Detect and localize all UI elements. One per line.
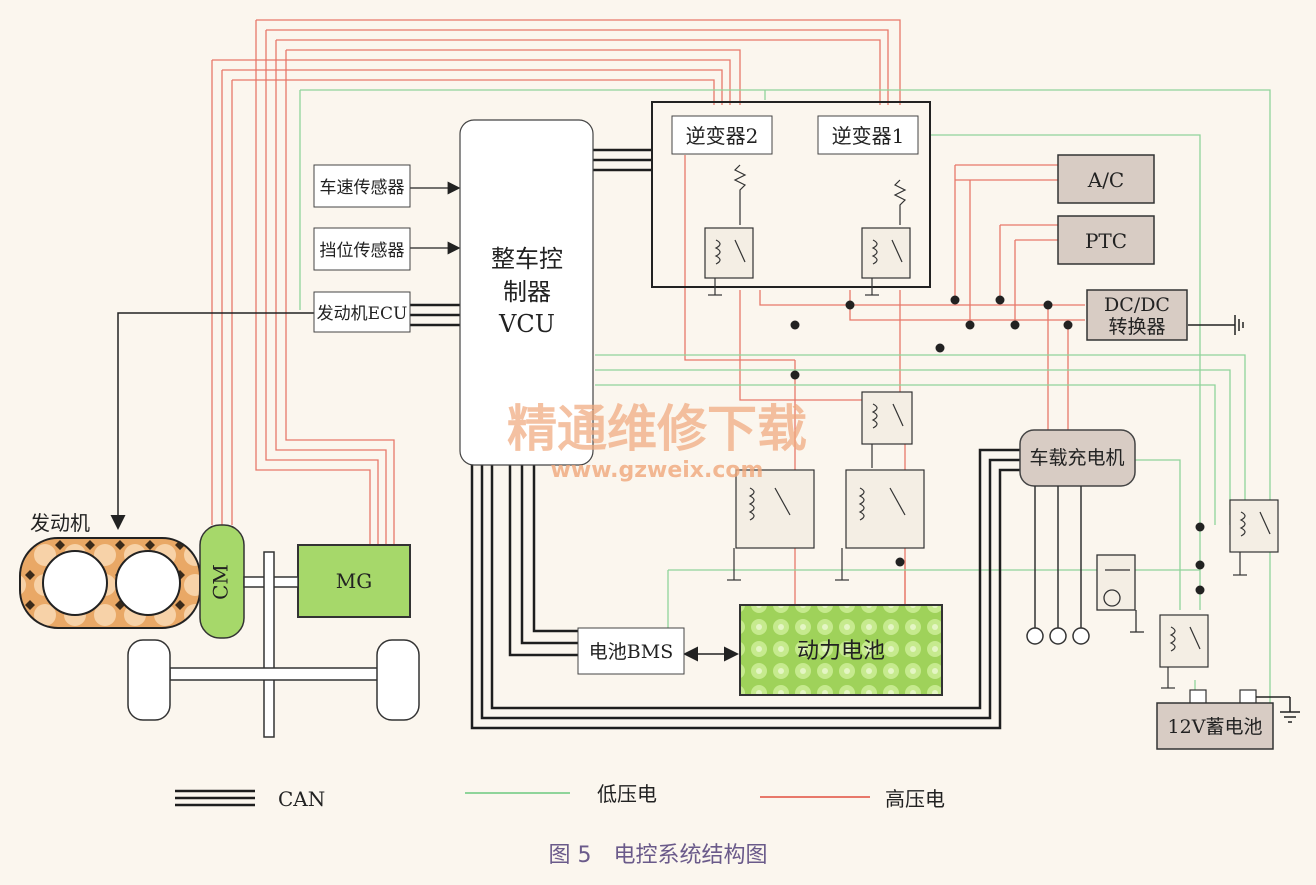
dcdc-box xyxy=(1086,289,1188,341)
relay-right-top xyxy=(1229,499,1279,576)
dcdc-label-line2: 转换器 xyxy=(1108,316,1165,338)
battery12v-box xyxy=(1156,702,1274,750)
engine-ecu-label: 发动机ECU xyxy=(317,304,408,324)
legend-can-symbol xyxy=(175,789,255,807)
wheel-icon xyxy=(376,639,420,721)
figure-caption: 图 5 电控系统结构图 xyxy=(549,843,768,868)
relay-middle-left xyxy=(727,469,815,581)
battery12v-label: 12V蓄电池 xyxy=(1168,716,1263,738)
power-battery-box xyxy=(739,604,943,696)
inverter-housing xyxy=(651,101,931,288)
watermark-text: 精通维修下载 xyxy=(507,400,807,458)
wheel-icon xyxy=(127,639,171,721)
speed-sensor-label: 车速传感器 xyxy=(320,178,405,198)
bms-label: 电池BMS xyxy=(589,641,673,663)
engine-label: 发动机 xyxy=(30,511,90,535)
battery12v-terminal xyxy=(1189,689,1207,705)
vcu-label-line3: VCU xyxy=(498,310,555,338)
charger-box xyxy=(1019,429,1136,487)
ac-label: A/C xyxy=(1087,168,1124,192)
charger-plug-terminals xyxy=(1026,486,1090,645)
speed-sensor-box xyxy=(313,164,411,208)
vcu-label-line2: 制器 xyxy=(503,278,551,306)
inverter2-label: 逆变器2 xyxy=(686,124,759,148)
battery12v-terminal xyxy=(1239,689,1257,705)
ground-symbol-dcdc xyxy=(1234,315,1244,335)
power-battery-label: 动力电池 xyxy=(797,639,885,664)
charger-label: 车载充电机 xyxy=(1029,447,1124,469)
legend-high-voltage-label: 高压电 xyxy=(885,787,945,811)
gear-sensor-label: 挡位传感器 xyxy=(320,241,405,261)
bms-box xyxy=(577,627,685,675)
high-voltage-wires xyxy=(211,19,1085,605)
legend-can-label: CAN xyxy=(278,787,325,811)
resistor-symbol xyxy=(893,179,907,225)
can-bus-wires xyxy=(410,148,1020,730)
junction-dots xyxy=(790,295,1205,595)
mg-label: MG xyxy=(336,569,372,593)
ptc-label: PTC xyxy=(1085,229,1127,253)
auxiliary-switch-component xyxy=(1096,554,1144,633)
ac-box xyxy=(1057,154,1155,204)
vcu-label-line1: 整车控 xyxy=(491,245,563,273)
low-voltage-wires xyxy=(299,89,1271,720)
cm-label: CM xyxy=(209,564,233,600)
dcdc-label-line1: DC/DC xyxy=(1104,294,1170,316)
ptc-box xyxy=(1057,215,1155,265)
gear-sensor-box xyxy=(313,227,411,271)
legend-low-voltage-label: 低压电 xyxy=(597,782,657,806)
relay-inverter2 xyxy=(704,227,754,296)
vcu-box xyxy=(459,119,594,466)
relay-middle-right xyxy=(835,469,925,581)
ground-symbol-12v xyxy=(1256,696,1300,723)
relay-right-bottom xyxy=(1159,614,1209,689)
watermark-url: www.gzweix.com xyxy=(551,458,764,483)
inverter2-box xyxy=(671,115,773,155)
relay-middle-top xyxy=(861,391,913,468)
inverter1-label: 逆变器1 xyxy=(832,124,905,148)
engine-ecu-box xyxy=(313,291,411,333)
relay-inverter1 xyxy=(861,227,911,296)
inverter1-box xyxy=(817,115,919,155)
drivetrain-shaft xyxy=(169,551,381,738)
ecu-to-engine-arrow xyxy=(110,312,316,530)
engine-cylinder-icon xyxy=(42,550,108,616)
resistor-symbol xyxy=(733,164,747,225)
engine-cylinder-icon xyxy=(115,550,181,616)
mg-box xyxy=(297,544,411,618)
